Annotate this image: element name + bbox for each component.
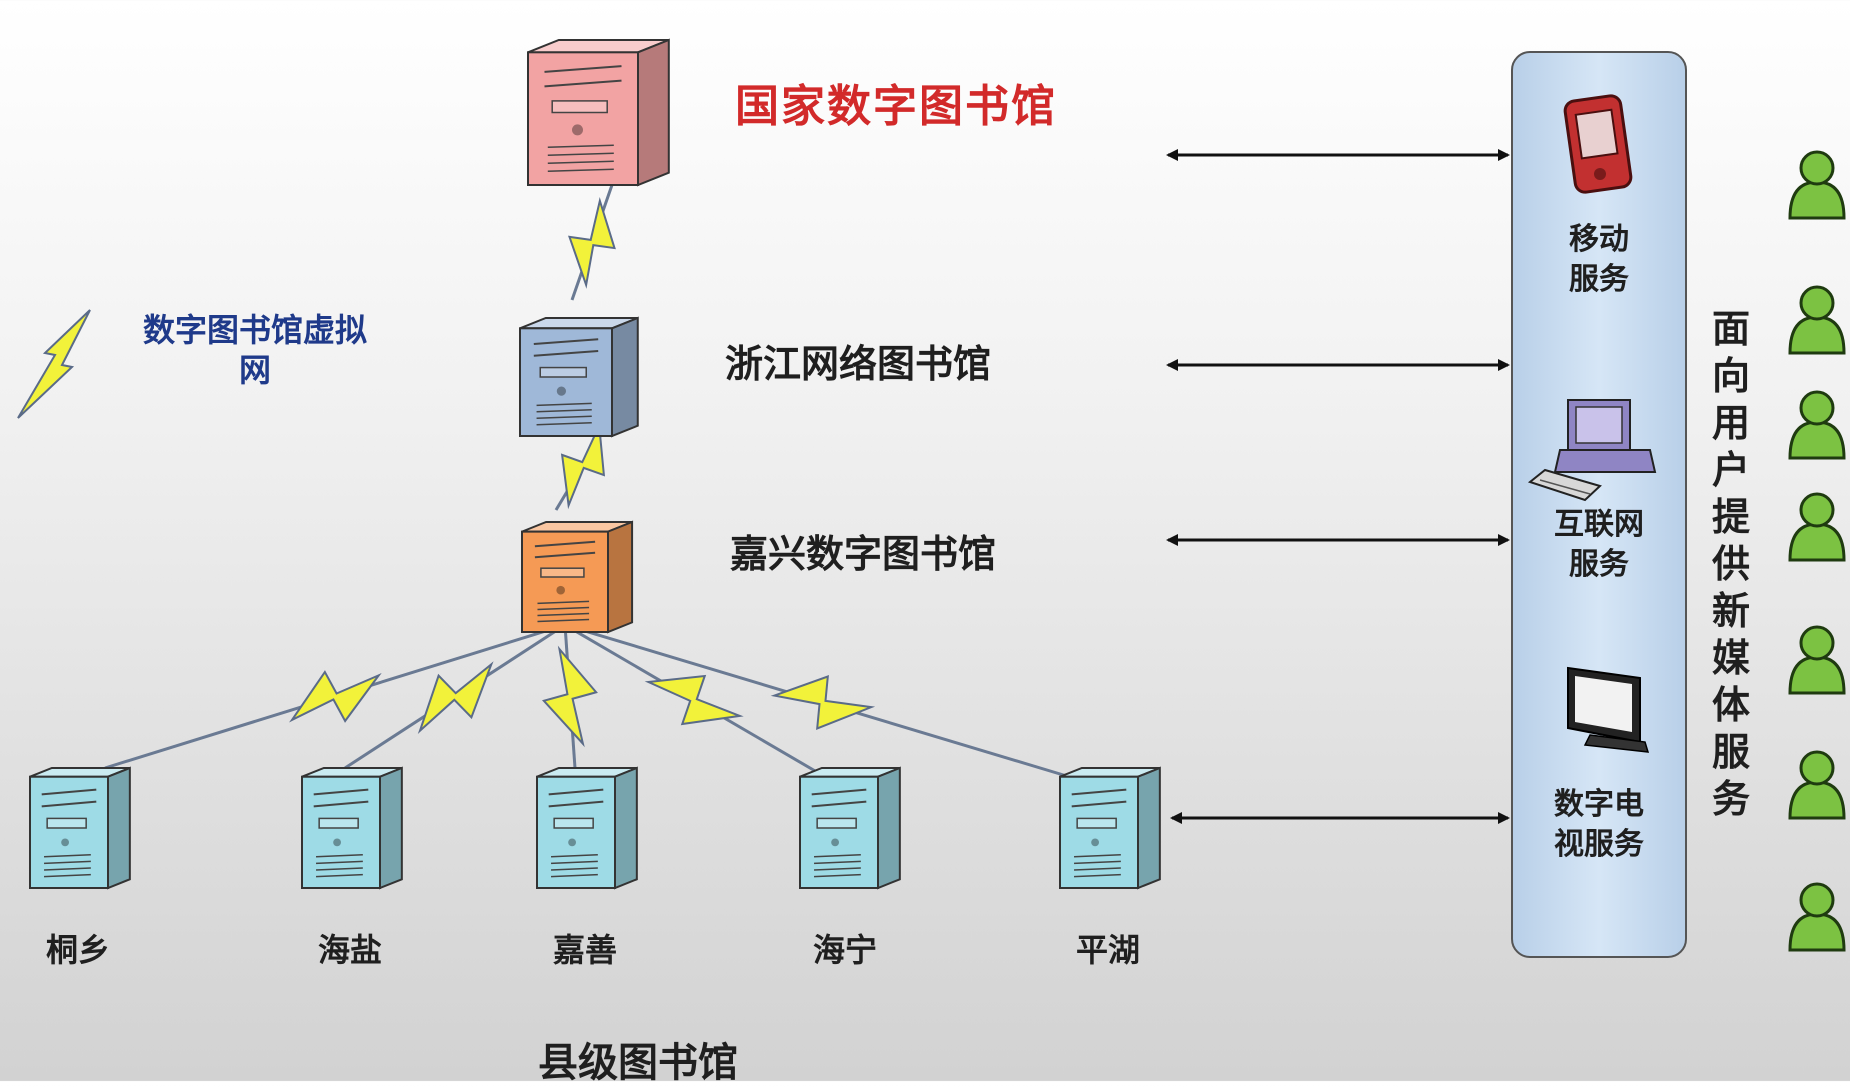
legend: 数字图书馆虚拟 网 (110, 310, 400, 390)
zhejiang-library-server-icon (519, 316, 639, 438)
user-icon (1788, 625, 1846, 695)
legend-label-line1: 数字图书馆虚拟 (142, 311, 367, 349)
desktop-computer-icon (1527, 399, 1657, 502)
tv-service-line1: 数字电 (1554, 787, 1644, 822)
county-label-pinghu: 平湖 (1075, 931, 1141, 969)
mobile-service-label: 移动 服务 (1515, 220, 1683, 300)
tv-monitor-icon (1567, 666, 1650, 753)
user-icon (1788, 390, 1846, 460)
user-icon (1788, 750, 1846, 820)
county-server-icon-tongxiang (29, 766, 131, 890)
county-libraries-caption: 县级图书馆 (538, 1039, 738, 1086)
national-library-server-icon (527, 38, 670, 187)
internet-service-line2: 服务 (1569, 547, 1629, 582)
user-icon (1788, 882, 1846, 952)
zhejiang-library-label: 浙江网络图书馆 (725, 341, 992, 386)
lightning-bolt-county-4 (644, 674, 744, 726)
internet-service-line1: 互联网 (1554, 507, 1644, 542)
county-label-haiyan: 海盐 (317, 931, 383, 969)
national-library-label: 国家数字图书馆 (735, 81, 1057, 132)
county-label-tongxiang: 桐乡 (45, 931, 111, 969)
county-label-haining: 海宁 (812, 931, 878, 969)
internet-service-label: 互联网 服务 (1515, 505, 1683, 585)
jiaxing-library-server-icon (521, 520, 634, 634)
lightning-bolt-county-3 (541, 645, 598, 748)
lightning-bolt-county-1 (289, 670, 382, 723)
jiaxing-library-label: 嘉兴数字图书馆 (730, 531, 997, 576)
user-icon (1788, 492, 1846, 562)
mobile-service-line2: 服务 (1569, 262, 1629, 297)
lightning-bolt-county-2 (417, 661, 494, 735)
lightning-bolt-2 (560, 421, 606, 510)
user-icon (1788, 150, 1846, 220)
mobile-phone-icon (1563, 94, 1633, 194)
service-panel (1511, 51, 1687, 958)
county-server-icon-jiashan (536, 766, 638, 890)
lightning-bolt-1 (568, 196, 616, 289)
county-server-icon-haiyan (301, 766, 403, 890)
tv-service-label: 数字电 视服务 (1515, 785, 1683, 865)
legend-lightning-icon (17, 309, 91, 419)
lightning-bolt-county-5 (770, 675, 876, 731)
mobile-service-line1: 移动 (1569, 222, 1629, 257)
county-server-icon-haining (799, 766, 901, 890)
county-server-icon-pinghu (1059, 766, 1161, 890)
county-label-jiashan: 嘉善 (552, 931, 618, 969)
tv-service-line2: 视服务 (1554, 827, 1644, 862)
legend-label-line2: 网 (238, 351, 271, 389)
new-media-service-vertical-label: 面向用户提供新媒体服务 (1711, 306, 1750, 821)
user-icon (1788, 285, 1846, 355)
